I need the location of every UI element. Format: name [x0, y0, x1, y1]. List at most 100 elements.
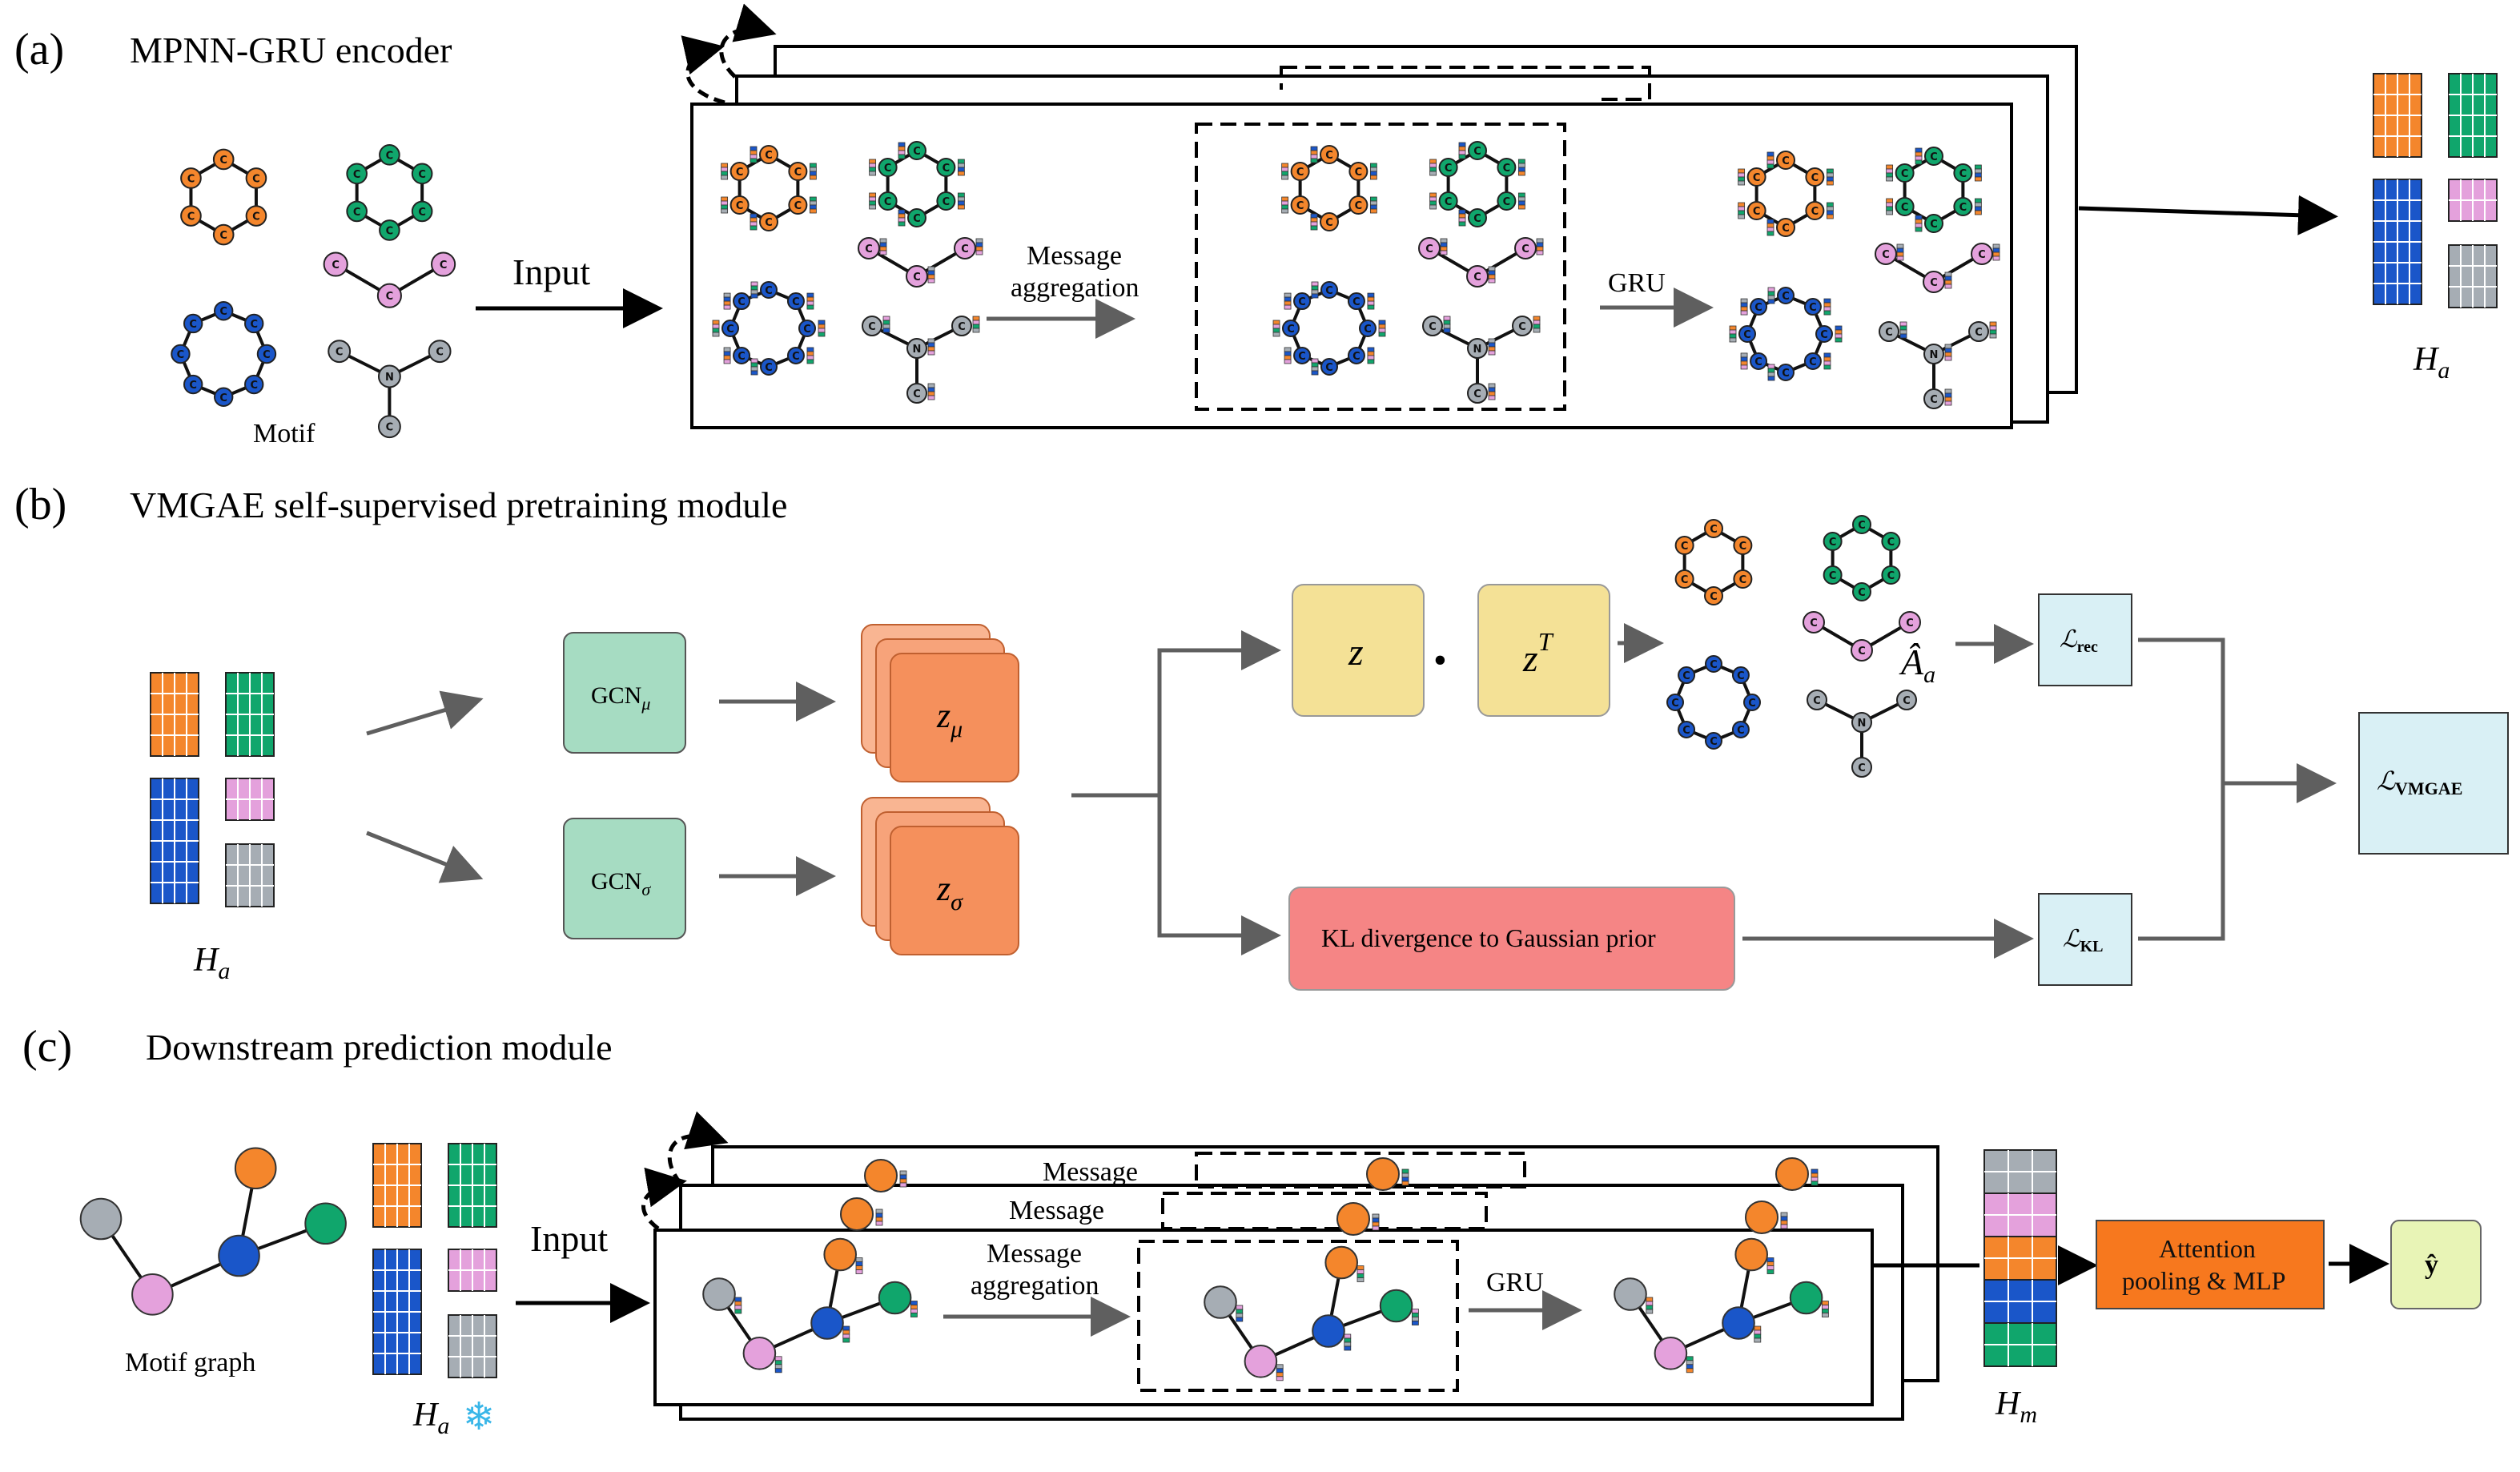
feature-cell: [1896, 243, 1904, 249]
atom-label: C: [1710, 736, 1718, 748]
feature-cell: [842, 1337, 850, 1343]
attn-line2: pooling & MLP: [2122, 1266, 2285, 1295]
feature-cell: [1281, 163, 1289, 168]
atom-label: C: [1906, 617, 1914, 629]
atom-label: C: [738, 296, 746, 308]
atom-node: [1895, 163, 1915, 183]
feature-cell: [1367, 351, 1375, 356]
feature-cell: [1533, 316, 1541, 321]
feature-cell: [1429, 196, 1437, 202]
feature-cell: [882, 320, 890, 325]
feature-cell: [1517, 159, 1525, 164]
atom-label: C: [913, 388, 921, 400]
feature-cell: [1488, 266, 1496, 271]
atom-label: C: [219, 230, 227, 242]
feature-cell: [957, 204, 965, 210]
atom-node: [729, 162, 750, 181]
ha-label: Ha: [2413, 341, 2450, 384]
feature-cell: [1458, 154, 1466, 159]
feature-cell: [806, 347, 814, 352]
feature-cell: [1344, 1337, 1352, 1343]
atom-label: C: [865, 243, 873, 255]
atom-label: C: [1671, 698, 1679, 710]
panel-c: (c) Downstream prediction module Motif g…: [22, 1022, 2482, 1439]
msg-agg-line1: Message: [1027, 241, 1122, 271]
feature-cell: [1974, 176, 1982, 182]
graph-node-orange: [1734, 1237, 1768, 1272]
feature-cell: [1738, 180, 1746, 186]
atom-node: [1895, 197, 1915, 216]
feature-cell: [898, 209, 906, 215]
atom-label: C: [1473, 271, 1481, 284]
feature-cell: [957, 192, 965, 198]
feature-cell: [809, 163, 817, 168]
atom-node: [1971, 243, 1993, 265]
atom-node: [1750, 352, 1768, 370]
feature-cell: [1311, 362, 1319, 368]
atom-node: [906, 383, 927, 404]
feature-cell: [1310, 158, 1318, 163]
feature-cell: [899, 1170, 907, 1176]
atom-node: [1497, 191, 1517, 211]
feature-cell: [723, 296, 731, 302]
atom-node: [1347, 346, 1365, 364]
atom-node: [1678, 720, 1696, 738]
atom-node: [1293, 292, 1312, 311]
l-vmgae-label: ℒVMGAE: [2377, 766, 2462, 798]
atom-label: C: [1885, 327, 1893, 339]
feature-cell: [1367, 355, 1375, 360]
atom-node: [1852, 515, 1871, 534]
atom-node: [244, 313, 264, 334]
panel-b-label: (b): [14, 480, 66, 529]
feature-cell: [1780, 1212, 1788, 1217]
feature-cell: [957, 159, 965, 164]
atom-label: C: [1325, 150, 1333, 162]
atom-label: C: [765, 150, 773, 162]
feature-cell: [927, 395, 935, 400]
feature-cell: [750, 289, 758, 295]
feature-cell: [1835, 333, 1843, 339]
feature-cell: [1401, 1168, 1409, 1174]
c-stage3-graph: [1614, 1237, 1829, 1373]
feature-cell: [1754, 1329, 1762, 1335]
atom-node: [906, 265, 928, 288]
feature-cell: [869, 167, 877, 172]
feature-cell: [809, 204, 817, 210]
atom-label: C: [765, 285, 773, 297]
feature-cell: [750, 154, 758, 159]
atom-label: C: [386, 422, 394, 434]
atom-node: [759, 212, 778, 231]
atom-node: [379, 219, 400, 241]
feature-cell: [734, 1305, 742, 1310]
z-label: z: [1348, 631, 1364, 674]
graph-node-green: [1789, 1281, 1823, 1315]
feature-cell: [1310, 154, 1318, 159]
atom-label: C: [958, 321, 966, 333]
feature-cell: [1488, 270, 1496, 275]
feature-cell: [882, 324, 890, 329]
feature-cell: [1412, 1309, 1419, 1313]
atom-label: C: [961, 243, 969, 255]
feature-cell: [712, 324, 720, 329]
atom-label: C: [332, 259, 340, 271]
feature-cell: [1766, 223, 1774, 228]
atom-node: [379, 144, 400, 166]
feature-cell: [1686, 1368, 1694, 1373]
feature-cell: [734, 1309, 742, 1314]
feature-cell: [1311, 370, 1319, 376]
feature-cell: [1944, 284, 1952, 289]
atom-node: [1851, 639, 1873, 662]
atom-node: [1666, 694, 1684, 711]
feature-cell: [1811, 1180, 1819, 1186]
feature-cell: [1944, 275, 1952, 281]
feature-cell: [1754, 1337, 1762, 1343]
c-msg-agg-line2: aggregation: [971, 1271, 1099, 1301]
atom-node: [328, 340, 352, 364]
layer-frame-front: [690, 103, 2013, 429]
atom-node: [1953, 163, 1973, 183]
feature-cell: [1896, 251, 1904, 257]
feature-cell: [1276, 1364, 1284, 1369]
feature-cell: [1646, 1309, 1654, 1314]
feature-cell: [750, 293, 758, 299]
